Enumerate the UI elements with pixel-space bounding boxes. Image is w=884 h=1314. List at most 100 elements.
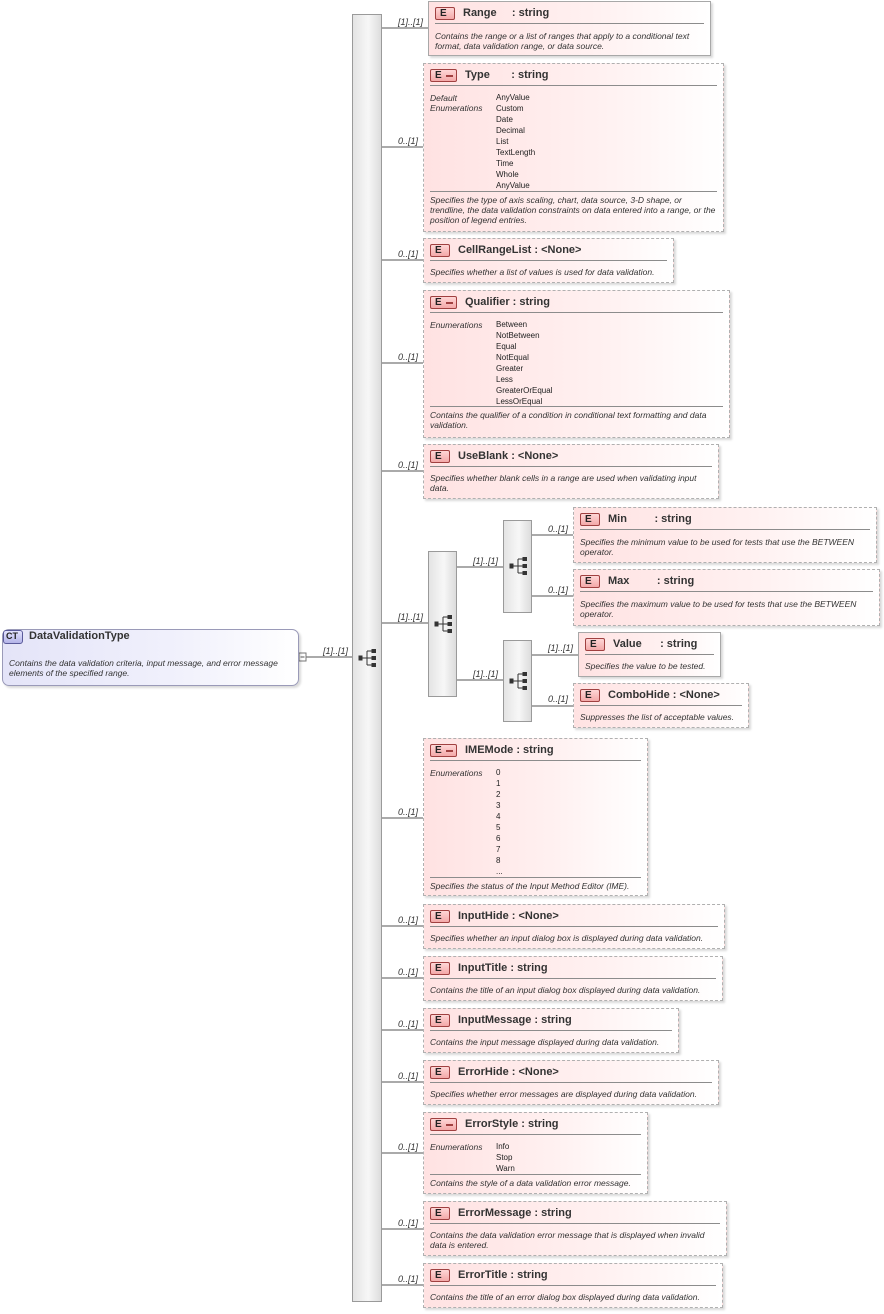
sequence-a-cardinality: [1]..[1] <box>473 556 499 566</box>
default-value: AnyValue <box>496 93 530 102</box>
element-description: Specifies whether error messages are dis… <box>430 1089 697 1099</box>
element-name: CellRangeList : <None> <box>458 244 582 256</box>
enumeration-value: 6 <box>496 834 501 843</box>
combohide-cardinality: 0..[1] <box>548 694 569 704</box>
max-cardinality: 0..[1] <box>548 585 569 595</box>
element-badge: E <box>430 296 457 309</box>
imemode-cardinality: 0..[1] <box>398 807 419 817</box>
enumeration-value: 4 <box>496 812 501 821</box>
facet-label-enumerations: Enumerations <box>430 1142 483 1152</box>
enumeration-value: 7 <box>496 845 501 854</box>
enumeration-value: NotEqual <box>496 353 529 362</box>
element-inputhide[interactable]: E InputHide : <None> Specifies whether an… <box>423 904 725 949</box>
element-max[interactable]: E Max : string Specifies the maximum valu… <box>573 569 880 626</box>
enumeration-value: NotBetween <box>496 331 540 340</box>
min-cardinality: 0..[1] <box>548 524 569 534</box>
element-badge: E <box>430 1207 450 1220</box>
element-description: Contains the qualifier of a condition in… <box>430 410 707 430</box>
element-name: Max : string <box>608 575 695 587</box>
element-name: ComboHide : <None> <box>608 689 720 701</box>
range-cardinality: [1]..[1] <box>398 17 424 27</box>
enumeration-value: List <box>496 137 509 146</box>
element-badge: E <box>430 1014 450 1027</box>
element-name: ErrorStyle : string <box>465 1118 559 1130</box>
value-cardinality: [1]..[1] <box>548 643 574 653</box>
inputhide-cardinality: 0..[1] <box>398 915 419 925</box>
choice-cardinality: [1]..[1] <box>398 612 424 622</box>
enumeration-value: Between <box>496 320 528 329</box>
enumeration-value: Decimal <box>496 126 525 135</box>
facet-label-default: Default <box>430 93 457 103</box>
enumeration-value: AnyValue <box>496 181 530 190</box>
sequence-icon <box>358 649 376 667</box>
element-description: Contains the input message displayed dur… <box>430 1037 660 1047</box>
enumeration-value: ... <box>496 867 503 876</box>
enumeration-value: 3 <box>496 801 501 810</box>
inputtitle-cardinality: 0..[1] <box>398 967 419 977</box>
enumeration-value: Date <box>496 115 513 124</box>
element-badge: E <box>580 513 600 526</box>
choice-icon <box>434 615 452 633</box>
element-description: Contains the title of an input dialog bo… <box>430 985 701 995</box>
element-badge: E <box>580 689 600 702</box>
enumeration-value: TextLength <box>496 148 536 157</box>
element-description: Contains the title of an error dialog bo… <box>430 1292 700 1302</box>
errortitle-cardinality: 0..[1] <box>398 1274 419 1284</box>
element-name: InputHide : <None> <box>458 910 559 922</box>
element-description: Specifies the maximum value to be used f… <box>580 599 857 619</box>
complex-type-datavalidationtype[interactable]: CT DataValidationType Contains the data … <box>2 629 299 686</box>
enumeration-value: Stop <box>496 1153 513 1162</box>
enumeration-value: Whole <box>496 170 519 179</box>
inputmessage-cardinality: 0..[1] <box>398 1019 419 1029</box>
element-badge: E <box>430 910 450 923</box>
element-badge: E <box>580 575 600 588</box>
element-description: Contains the data validation error messa… <box>430 1230 705 1250</box>
enumeration-value: Time <box>496 159 514 168</box>
element-badge: E <box>430 450 450 463</box>
element-badge: E <box>430 962 450 975</box>
element-name: IMEMode : string <box>465 744 554 756</box>
element-description: Contains the range or a list of ranges t… <box>435 31 690 51</box>
useblank-cardinality: 0..[1] <box>398 460 419 470</box>
complex-type-description: Contains the data validation criteria, i… <box>9 658 278 678</box>
enumeration-value: 1 <box>496 779 501 788</box>
complex-type-name: DataValidationType <box>29 630 130 642</box>
enumeration-value: Warn <box>496 1164 515 1173</box>
element-description: Specifies whether blank cells in a range… <box>430 473 697 493</box>
type-cardinality: 0..[1] <box>398 136 419 146</box>
element-name: ErrorTitle : string <box>458 1269 548 1281</box>
sequence-a-icon <box>509 557 527 575</box>
element-description: Specifies whether an input dialog box is… <box>430 933 704 943</box>
element-combohide[interactable]: E ComboHide : <None> Suppresses the list … <box>573 683 749 728</box>
element-min[interactable]: E Min : string Specifies the minimum valu… <box>573 507 877 563</box>
element-name: ErrorHide : <None> <box>458 1066 559 1078</box>
element-useblank[interactable]: E UseBlank : <None> Specifies whether bla… <box>423 444 719 499</box>
element-description: Suppresses the list of acceptable values… <box>580 712 735 722</box>
element-name: Min : string <box>608 513 692 525</box>
enumeration-value: Less <box>496 375 513 384</box>
element-badge: E <box>430 244 450 257</box>
element-description: Specifies the minimum value to be used f… <box>580 537 855 557</box>
root-cardinality: [1]..[1] <box>323 646 349 656</box>
element-description: Contains the style of a data validation … <box>430 1178 631 1188</box>
element-badge: E <box>585 638 605 651</box>
element-name: UseBlank : <None> <box>458 450 559 462</box>
enumeration-value: Info <box>496 1142 510 1151</box>
